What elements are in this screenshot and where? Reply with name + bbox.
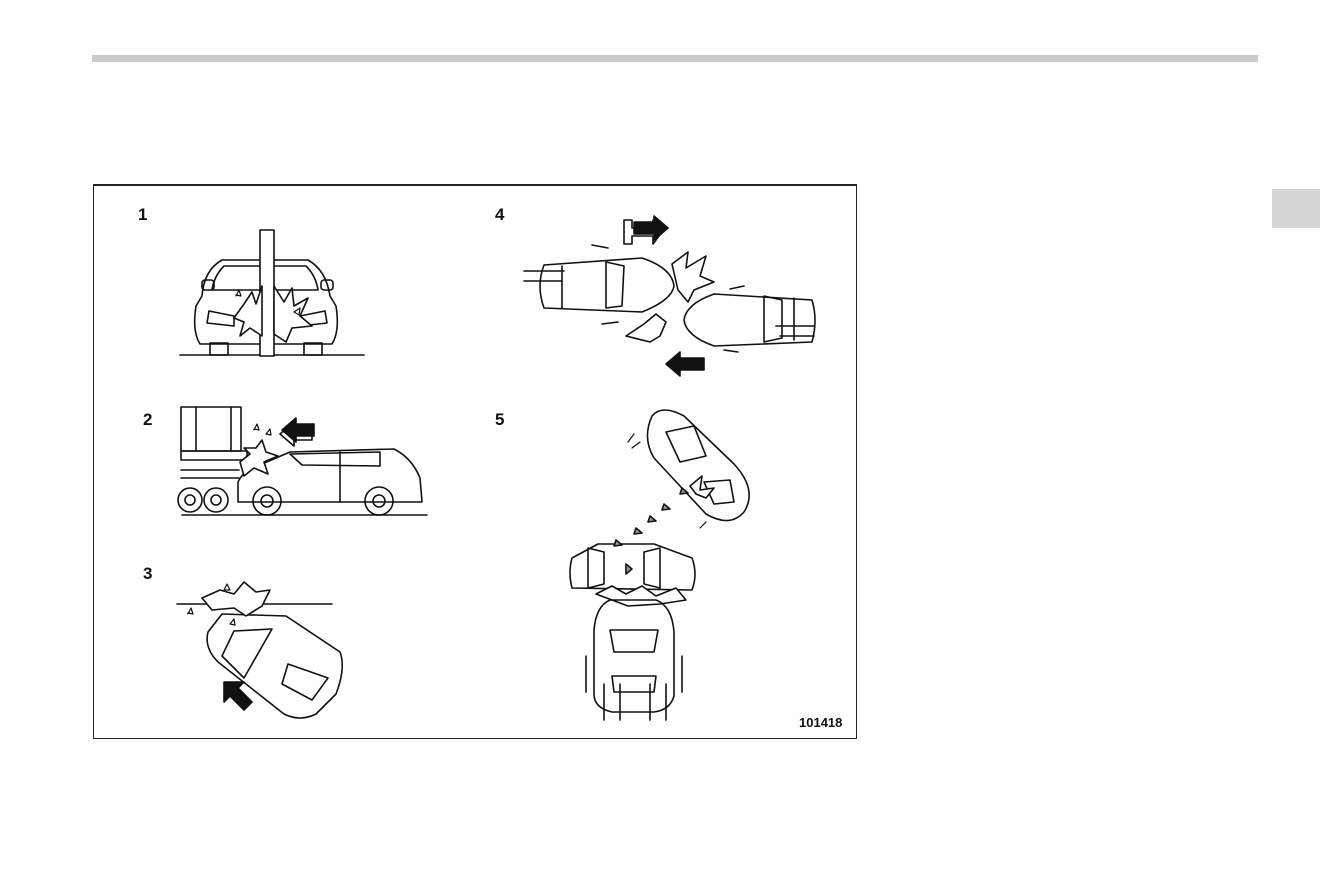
figure-code: 101418 — [799, 715, 842, 730]
chapter-tab — [1272, 189, 1320, 228]
collision-illustration: 1 4 2 5 3 — [93, 184, 857, 739]
header-rule — [92, 55, 1258, 62]
multi-vehicle-impact-drawing — [570, 410, 749, 720]
offset-frontal-collision-drawing — [524, 216, 815, 376]
pole-frontal-impact-drawing — [180, 230, 364, 356]
collision-drawings — [94, 186, 856, 738]
rear-underride-impact-drawing — [178, 407, 427, 515]
angled-barrier-impact-drawing — [177, 582, 342, 718]
